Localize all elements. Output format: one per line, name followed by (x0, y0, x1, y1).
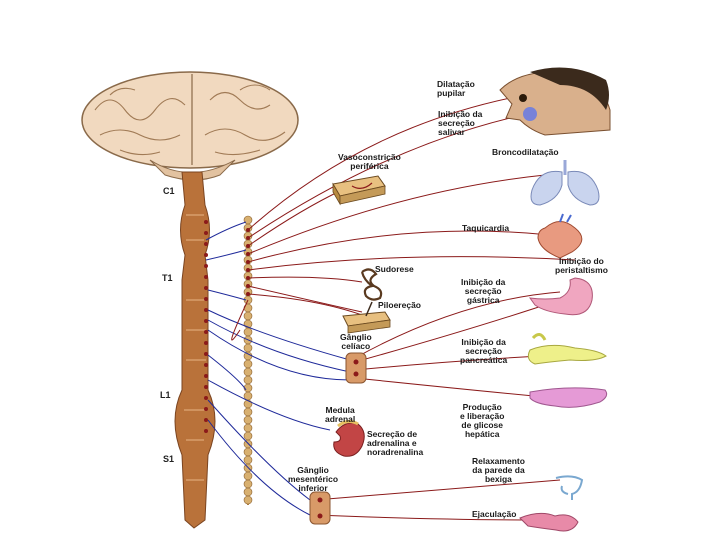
mesenteric-ganglion-icon (309, 491, 331, 525)
label-inferior-mesenteric-ganglion: Gânglio mesentérico inferior (288, 465, 339, 493)
root-dot (204, 286, 208, 290)
skin-block-icon (332, 175, 386, 206)
label-ejaculation: Ejaculação (472, 509, 517, 519)
label-pupil-dilation: Dilatação pupilar (437, 79, 475, 98)
spinal-level-t1: T1 (162, 273, 173, 283)
label-vasoconstriction: Vasoconstrição periférica (338, 152, 401, 171)
root-dot (204, 407, 208, 411)
synapse-dot (246, 284, 250, 288)
stomach-icon (528, 277, 593, 316)
chain-ganglion (243, 431, 253, 441)
chain-ganglion (243, 479, 253, 489)
synapse-dot (246, 228, 250, 232)
root-dot (204, 220, 208, 224)
synapse-dot (246, 260, 250, 264)
root-dot (204, 352, 208, 356)
label-bladder-relaxation: Relaxamento da parede da bexiga (472, 456, 525, 484)
chain-ganglion (243, 351, 253, 361)
chain-ganglion (243, 311, 253, 321)
hair-follicle-icon (342, 301, 391, 334)
chain-ganglion (243, 487, 253, 497)
chain-ganglion (243, 367, 253, 377)
spinal-level-l1: L1 (160, 390, 171, 400)
spinal-level-c1: C1 (163, 186, 175, 196)
sweat-gland-icon (360, 268, 383, 301)
root-dot (204, 297, 208, 301)
root-dot (204, 253, 208, 257)
chain-ganglion (243, 391, 253, 401)
synapse-dot (246, 244, 250, 248)
label-bronchodilation: Broncodilatação (492, 147, 559, 157)
chain-ganglion (243, 415, 253, 425)
synapse-dot (246, 292, 250, 296)
label-peristalsis-inhibition: Inibição do peristaltismo (555, 256, 608, 275)
label-tachycardia: Taquicardia (462, 223, 510, 233)
root-dot (204, 231, 208, 235)
chain-ganglion (243, 447, 253, 457)
label-adrenaline-secretion: Secreção de adrenalina e noradrenalina (367, 429, 424, 457)
genital-icon (519, 512, 579, 532)
synapse-dot (246, 268, 250, 272)
label-gastric-inhibition: Inibição da secreção gástrica (461, 277, 506, 305)
chain-ganglion (243, 471, 253, 481)
root-dot (204, 418, 208, 422)
chain-ganglion (243, 455, 253, 465)
chain-ganglion (243, 327, 253, 337)
label-sweating: Sudorese (375, 264, 414, 274)
root-dot (204, 308, 208, 312)
adrenal-kidney-icon (333, 419, 365, 457)
root-dot (204, 242, 208, 246)
chain-ganglion (243, 343, 253, 353)
chain-ganglion (243, 215, 253, 225)
lungs-icon (530, 160, 600, 206)
root-dot (204, 429, 208, 433)
heart-icon (537, 213, 583, 259)
celiac-ganglion-icon (345, 352, 367, 384)
spinal-cord (174, 171, 216, 529)
label-adrenal-medulla: Medula adrenal (325, 405, 356, 424)
root-dot (204, 330, 208, 334)
sympathetic-chain (243, 215, 253, 505)
root-dot (204, 319, 208, 323)
synapse-dot (246, 276, 250, 280)
chain-ganglion (243, 375, 253, 385)
liver-icon (529, 387, 608, 408)
brain-icon (81, 71, 299, 181)
synapse-dot (246, 236, 250, 240)
label-salivary-inhibition: Inibição da secreção salivar (438, 109, 483, 137)
chain-ganglion (243, 407, 253, 417)
spinal-level-s1: S1 (163, 454, 174, 464)
root-dot (204, 374, 208, 378)
root-dot (204, 396, 208, 400)
label-hepatic-glucose: Produção e liberação de glicose hepática (460, 402, 505, 439)
label-piloerection: Piloereção (378, 300, 421, 310)
chain-ganglion (243, 423, 253, 433)
nerve-fibers (204, 97, 576, 521)
root-dot (204, 385, 208, 389)
face-icon (499, 67, 611, 136)
root-dot (204, 363, 208, 367)
root-dot (204, 341, 208, 345)
label-pancreatic-inhibition: Inibição da secreção pancreática (460, 337, 508, 365)
bladder-icon (555, 475, 584, 500)
root-dot (204, 275, 208, 279)
chain-ganglion (243, 359, 253, 369)
pancreas-icon (527, 333, 607, 365)
root-dot (204, 264, 208, 268)
label-celiac-ganglion: Gânglio celíaco (340, 332, 372, 351)
synapse-dot (246, 252, 250, 256)
chain-ganglion (243, 495, 253, 505)
